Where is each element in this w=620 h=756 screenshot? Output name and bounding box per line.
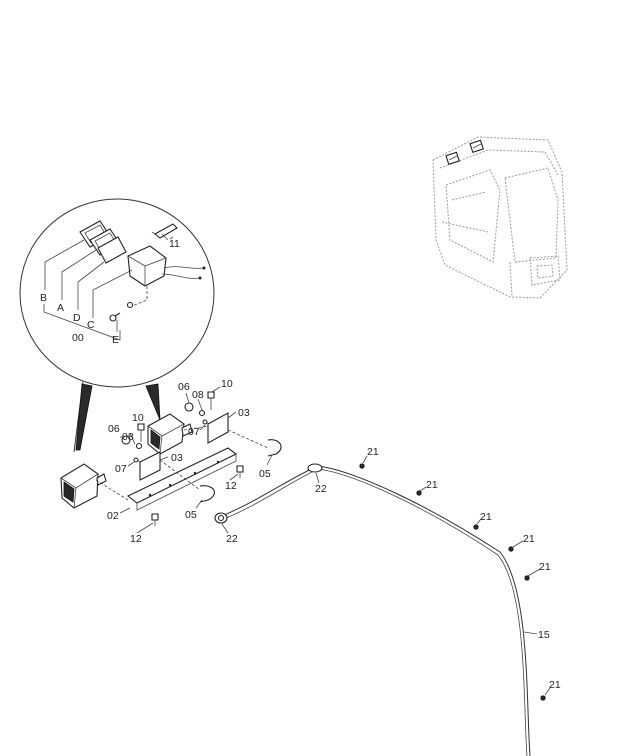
callout-05-left: 05 — [185, 509, 197, 521]
work-lamp-right-icon — [147, 413, 193, 455]
callout-15: 15 — [538, 629, 550, 641]
callout-10-mid: 10 — [132, 412, 144, 424]
bolt-10-upper-icon — [207, 391, 215, 410]
detail-label-a: A — [57, 302, 64, 314]
callout-07-left: 07 — [115, 463, 127, 475]
callout-10-top: 10 — [221, 378, 233, 390]
detail-label-d: D — [73, 312, 81, 324]
bracket-upper-icon — [202, 412, 229, 444]
bolt-12-left-icon — [151, 513, 159, 526]
callout-11: 11 — [169, 238, 180, 250]
nut-06-mid-icon — [121, 435, 131, 445]
lamp-wire-leads — [161, 266, 206, 280]
callout-21-d: 21 — [523, 533, 535, 545]
detail-label-e: E — [112, 334, 119, 346]
lamp-screw-icon — [109, 301, 134, 322]
cab-illustration — [432, 136, 568, 299]
callout-06-mid: 06 — [108, 423, 120, 435]
clamp-21-a-icon — [359, 463, 365, 469]
clamp-21-f-icon — [540, 695, 546, 701]
washer-07-left-icon — [133, 457, 139, 463]
callout-03-mid: 03 — [171, 452, 183, 464]
lamp-gasket-icon — [97, 236, 127, 264]
callout-08-mid: 08 — [122, 431, 134, 443]
callout-07-right: 07 — [188, 426, 200, 438]
lamp-bulb-icon — [151, 223, 178, 239]
grommet-22-bottom-icon — [214, 512, 228, 524]
bolt-10-mid-icon — [137, 423, 145, 442]
callout-22-top: 22 — [315, 483, 327, 495]
cab-roof-lamp-left-icon — [445, 151, 460, 165]
wire-harness-15 — [221, 465, 531, 756]
nut-06-upper-icon — [184, 402, 194, 412]
callout-21-b: 21 — [426, 479, 438, 491]
detail-label-b: B — [40, 292, 47, 304]
callout-12-right: 12 — [225, 480, 237, 492]
washer-08-upper-icon — [198, 409, 206, 417]
work-lamp-left-icon — [60, 463, 107, 509]
clip-05-right-icon — [267, 439, 282, 457]
callout-21-a: 21 — [367, 446, 379, 458]
callout-21-f: 21 — [549, 679, 561, 691]
mounting-bar-icon — [126, 447, 238, 511]
clamp-21-e-icon — [524, 575, 530, 581]
callout-06-top: 06 — [178, 381, 190, 393]
callout-08-top: 08 — [192, 389, 204, 401]
callout-02: 02 — [107, 510, 119, 522]
washer-08-mid-icon — [135, 442, 143, 450]
cab-roof-lamp-right-icon — [469, 139, 484, 153]
clip-05-left-icon — [199, 485, 215, 503]
callout-21-c: 21 — [480, 511, 492, 523]
bolt-12-right-icon — [236, 465, 244, 478]
lamp-housing-icon — [127, 245, 167, 287]
callout-05-right: 05 — [259, 468, 271, 480]
callout-22-bottom: 22 — [226, 533, 238, 545]
clamp-21-b-icon — [416, 490, 422, 496]
bracket-lower-icon — [134, 451, 161, 481]
callout-12-left: 12 — [130, 533, 142, 545]
clamp-21-c-icon — [473, 524, 479, 530]
washer-07-right-icon — [202, 419, 208, 425]
grommet-22-top-icon — [307, 463, 323, 473]
detail-label-c: C — [87, 319, 95, 331]
clamp-21-d-icon — [508, 546, 514, 552]
detail-magnifier — [19, 198, 215, 453]
callout-21-e: 21 — [539, 561, 551, 573]
callout-03-top: 03 — [238, 407, 250, 419]
detail-label-00: 00 — [72, 332, 84, 344]
